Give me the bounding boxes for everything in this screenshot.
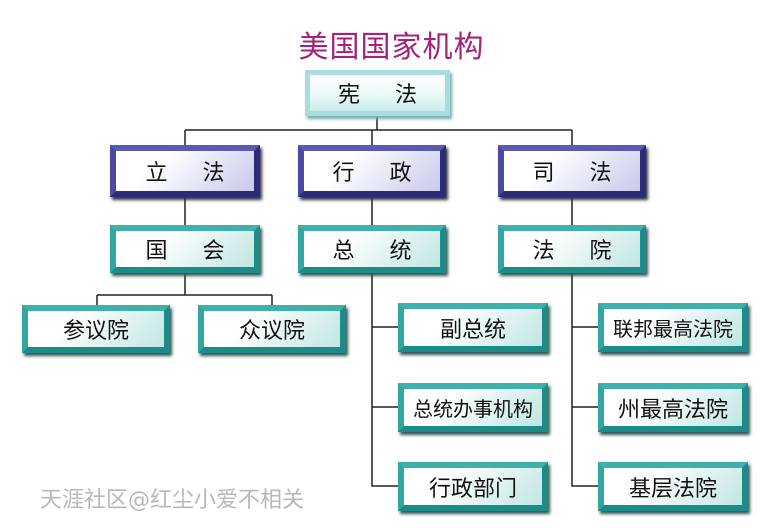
node-constitution: 宪 法	[305, 70, 450, 116]
node-supreme-court: 联邦最高法院	[598, 303, 748, 352]
chart-title: 美国国家机构	[298, 30, 485, 65]
node-congress: 国 会	[110, 225, 260, 273]
node-vice-president: 副总统	[398, 303, 548, 352]
node-local-courts: 基层法院	[598, 462, 748, 511]
node-courts: 法 院	[498, 225, 646, 273]
node-executive-departments: 行政部门	[398, 462, 548, 511]
node-state-supreme-court: 州最高法院	[598, 383, 748, 432]
node-executive: 行 政	[298, 145, 446, 197]
node-legislative: 立 法	[110, 145, 260, 197]
node-president: 总 统	[298, 225, 446, 273]
node-senate: 参议院	[22, 305, 170, 353]
node-executive-office: 总统办事机构	[398, 383, 548, 432]
node-judicial: 司 法	[498, 145, 646, 197]
watermark: 天涯社区@红尘小爱不相关	[40, 488, 305, 513]
node-house: 众议院	[198, 305, 346, 353]
